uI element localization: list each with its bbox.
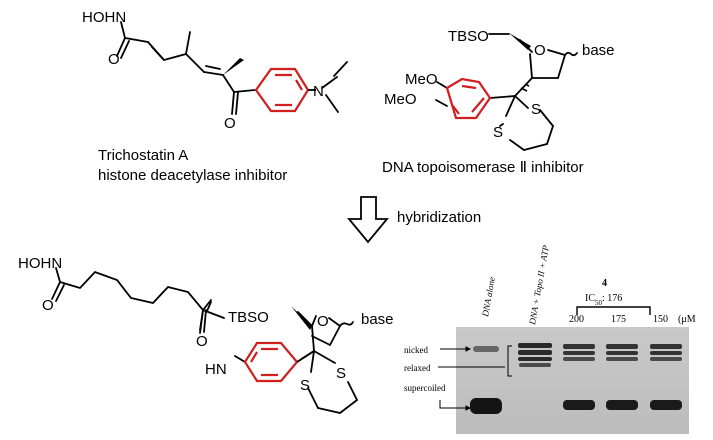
atom-s-2: S xyxy=(493,124,503,141)
conc-150: 150 xyxy=(653,314,668,325)
label-relaxed: relaxed xyxy=(404,363,431,373)
atom-s-3: S xyxy=(336,365,346,382)
atom-o-amide: O xyxy=(196,333,208,350)
unit-um: (μM xyxy=(678,314,696,325)
hybrid-phenyl-ring xyxy=(243,341,299,383)
atom-meo-2: MeO xyxy=(384,91,417,108)
stereo-wedge xyxy=(223,58,244,75)
band-pointers xyxy=(438,345,512,411)
atom-o-carbonyl-2: O xyxy=(42,297,54,314)
topo-inhibitor-structure xyxy=(435,33,578,151)
atom-hn-amide: HN xyxy=(205,361,227,378)
lane-label-dna-topo-atp: DNA + Topo II + ATP xyxy=(527,244,551,326)
conc-200: 200 xyxy=(569,314,584,325)
lane-label-dna-alone: DNA alone xyxy=(480,276,497,318)
stereo-wedge-3 xyxy=(291,306,312,330)
stereo-wedge-2 xyxy=(509,33,531,50)
gel-panel: DNA alone DNA + Topo II + ATP 4 IC50: 17… xyxy=(404,244,696,434)
hybridization-label: hybridization xyxy=(397,209,481,226)
band-nicked-lane1 xyxy=(473,346,499,352)
lane3-bands xyxy=(563,344,595,410)
topo-phenyl-ring xyxy=(445,77,492,120)
atom-s-4: S xyxy=(300,377,310,394)
lane2-bands xyxy=(518,343,552,367)
ring-to-dithiane-bond xyxy=(296,350,315,363)
caption-hdac-inhibitor: histone deacetylase inhibitor xyxy=(98,167,287,184)
concentration-bracket xyxy=(576,306,651,315)
conc-175: 175 xyxy=(611,314,626,325)
atom-base-1: base xyxy=(582,42,615,59)
atom-tbso-1: TBSO xyxy=(448,28,489,45)
trichostatin-phenyl-ring xyxy=(254,67,310,113)
hybridization-arrow xyxy=(347,196,389,244)
hybrid-structure xyxy=(51,267,358,414)
band-supercoiled-lane1 xyxy=(470,398,502,414)
atom-o-furanose-1: O xyxy=(534,42,546,59)
caption-trichostatin: Trichostatin A xyxy=(98,147,188,164)
atom-o-carbonyl-1: O xyxy=(108,51,120,68)
atom-s-1: S xyxy=(531,101,541,118)
trichostatin-a-structure xyxy=(116,21,348,115)
atom-base-2: base xyxy=(361,311,394,328)
label-supercoiled: supercoiled xyxy=(404,383,446,393)
lane5-bands xyxy=(650,344,682,410)
atom-n-amine: N xyxy=(313,83,324,100)
gel-image xyxy=(456,327,689,434)
lane4-bands xyxy=(606,344,638,410)
atom-tbso-2: TBSO xyxy=(228,309,269,326)
compound-number: 4 xyxy=(602,278,607,289)
label-nicked: nicked xyxy=(404,345,428,355)
atom-hohn-2: HOHN xyxy=(18,255,62,272)
atom-meo-1: MeO xyxy=(405,71,438,88)
ic50-label: IC50: 176 xyxy=(585,293,622,307)
atom-o-ketone: O xyxy=(224,115,236,132)
atom-hohn-1: HOHN xyxy=(82,9,126,26)
atom-o-furanose-2: O xyxy=(317,313,329,330)
caption-topo-inhibitor: DNA topoisomerase Ⅱ inhibitor xyxy=(382,159,584,176)
hashed-bond xyxy=(520,83,530,92)
